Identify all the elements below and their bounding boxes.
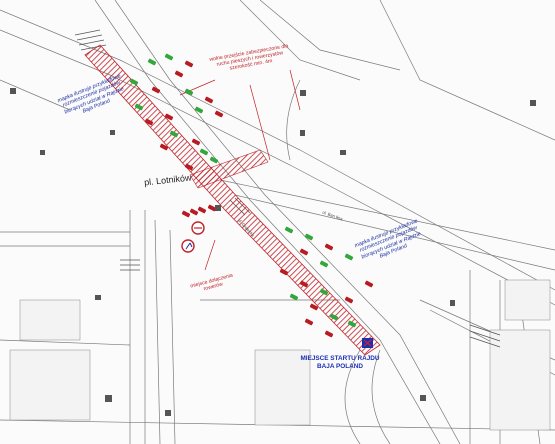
vehicle-green <box>319 260 329 268</box>
vehicle-red <box>304 318 314 326</box>
vehicle-green <box>194 106 204 114</box>
start-marker <box>362 338 373 348</box>
vehicle-red <box>184 60 194 68</box>
vehicles <box>129 53 374 338</box>
vehicle-green <box>199 148 209 156</box>
vehicle-red <box>207 204 217 212</box>
vehicle-green <box>164 53 174 61</box>
vehicle-red <box>364 280 374 288</box>
vehicle-green <box>209 156 219 164</box>
vehicle-green <box>344 253 354 261</box>
vehicle-red <box>299 248 309 256</box>
crosswalks <box>74 29 501 348</box>
vehicle-red <box>164 113 174 121</box>
vehicle-green <box>169 130 179 138</box>
vehicle-red <box>189 208 199 216</box>
vehicle-green <box>347 320 357 328</box>
blocks <box>9 279 551 431</box>
vehicle-green <box>129 78 139 86</box>
vehicle-green <box>319 288 329 296</box>
map-symbols <box>10 88 536 416</box>
start-label: MIEJSCE STARTU RAJDU BAJA POLAND <box>300 355 380 370</box>
vehicle-red <box>309 303 319 311</box>
vehicle-red <box>151 86 161 94</box>
vehicle-green <box>184 88 194 96</box>
vehicle-red <box>324 243 334 251</box>
vehicle-red <box>181 210 191 218</box>
vehicle-green <box>304 233 314 241</box>
vehicle-red <box>197 206 207 214</box>
vehicle-red <box>174 70 184 78</box>
vehicle-green <box>134 103 144 111</box>
vehicle-red <box>191 138 201 146</box>
vehicle-green <box>289 293 299 301</box>
sign-no-entry <box>191 221 205 235</box>
vehicle-green <box>284 226 294 234</box>
vehicle-red <box>204 96 214 104</box>
vehicle-green <box>147 58 157 66</box>
vehicle-red <box>144 118 154 126</box>
vehicle-red <box>279 268 289 276</box>
vehicle-red <box>344 296 354 304</box>
vehicle-red <box>214 110 224 118</box>
vehicle-red <box>184 163 194 171</box>
vehicle-red <box>324 330 334 338</box>
sign-turn-arrow <box>181 239 195 253</box>
vehicle-red <box>299 280 309 288</box>
rally-route <box>84 44 381 356</box>
vehicle-red <box>159 143 169 151</box>
vehicle-green <box>329 313 339 321</box>
